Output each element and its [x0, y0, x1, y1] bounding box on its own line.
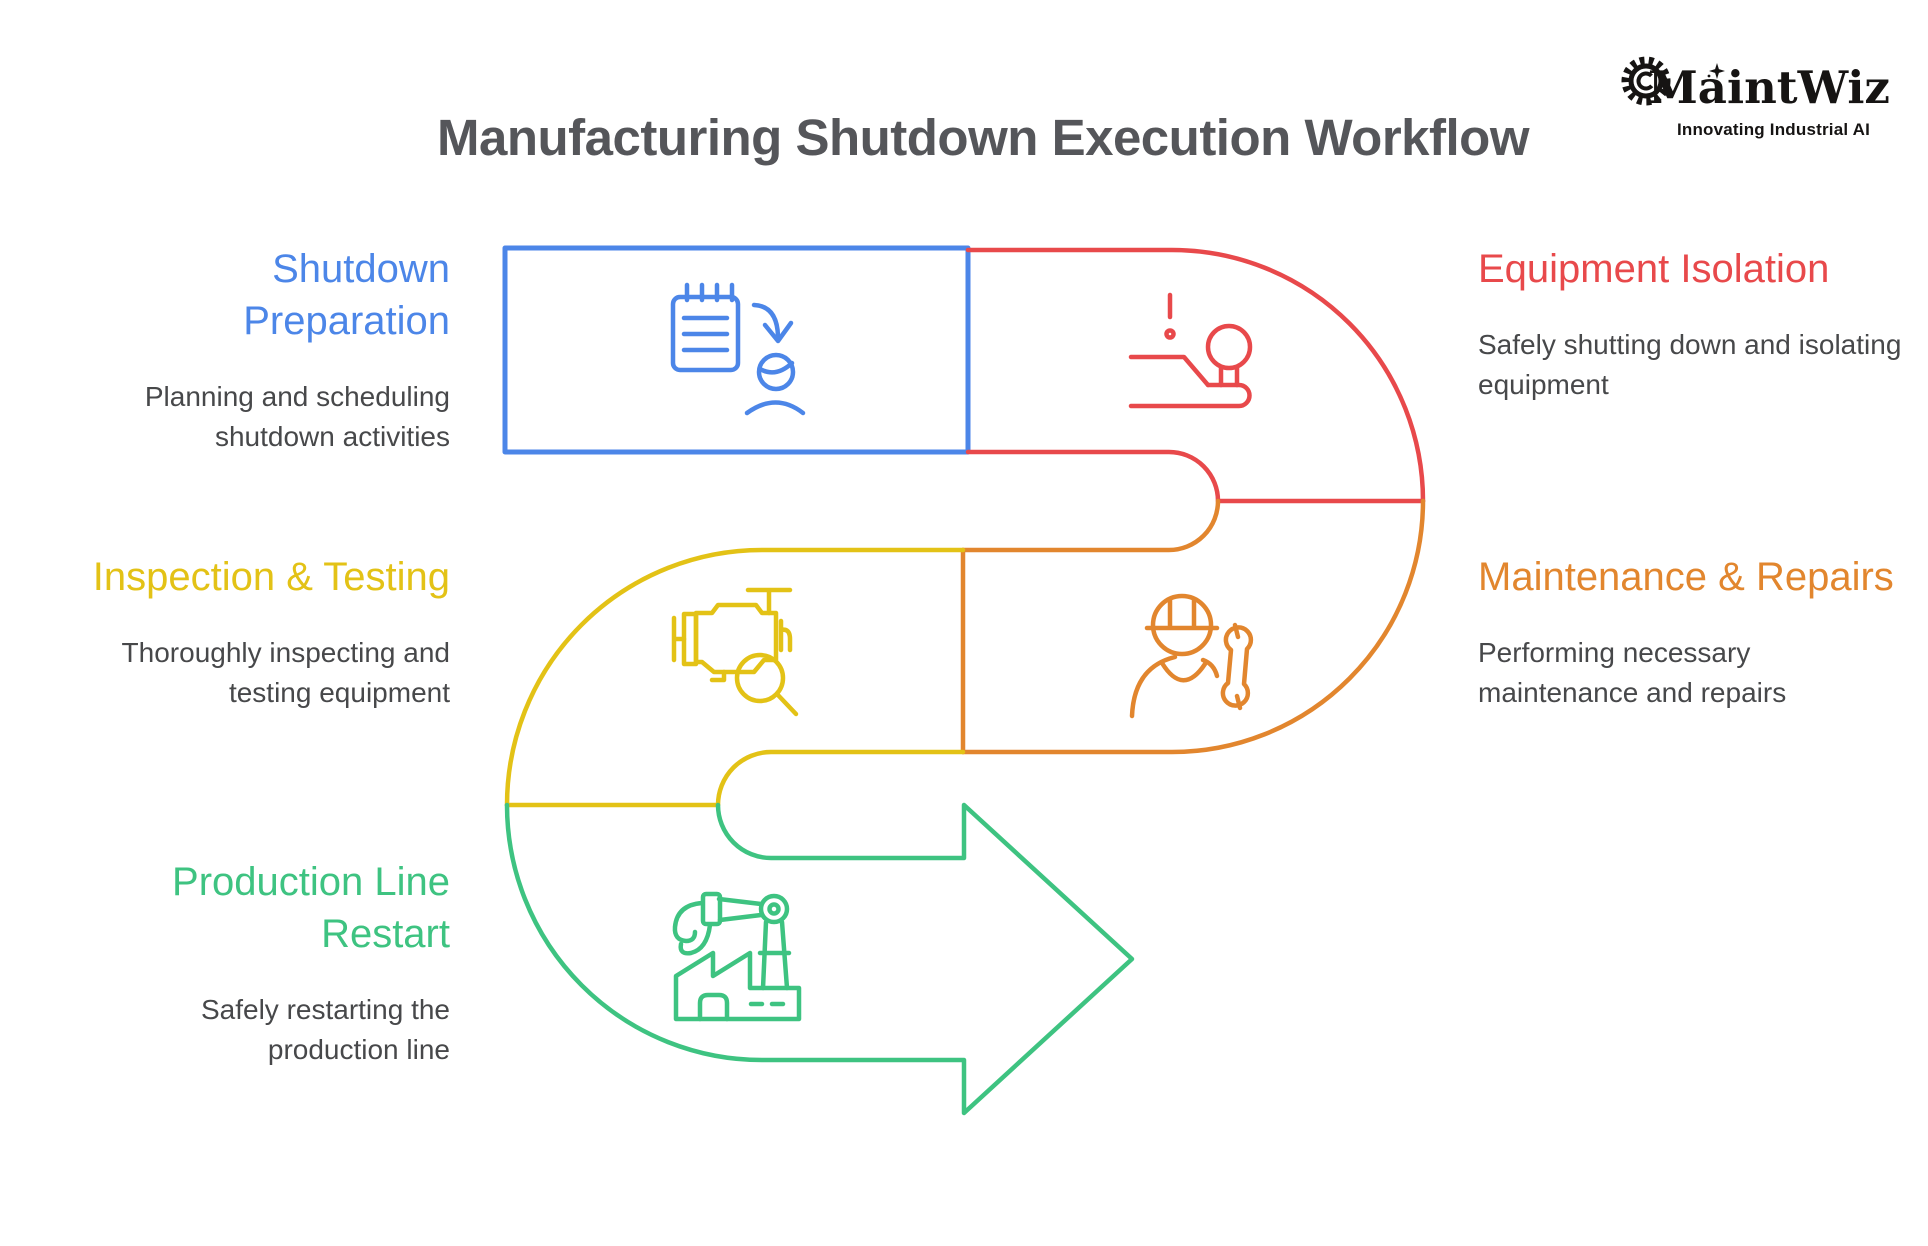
stage-title: Inspection & Testing — [92, 555, 450, 599]
isolation-lever-alert-icon — [1128, 292, 1253, 409]
stage-label-inspection-testing: Inspection & Testing Thoroughly inspecti… — [90, 551, 450, 713]
arrow-shaft-and-head — [504, 802, 1135, 1116]
flow-segment-equipment-isolation — [965, 247, 1426, 504]
stage-title: Shutdown Preparation — [243, 247, 450, 343]
stage-title: Equipment Isolation — [1478, 247, 1830, 291]
flow-segment-maintenance-repairs — [960, 498, 1426, 755]
logo: MaintWiz Innovating Industrial AI — [1620, 48, 1890, 148]
stage-label-equipment-isolation: Equipment Isolation Safely shutting down… — [1478, 243, 1908, 405]
gear-icon — [1621, 56, 1671, 106]
stage-title: Maintenance & Repairs — [1478, 555, 1894, 599]
page-title: Manufacturing Shutdown Execution Workflo… — [436, 109, 1530, 166]
factory-robot-arm-icon — [672, 891, 802, 1022]
logo-wordmark: MaintWiz — [1648, 61, 1890, 114]
worker-wrench-icon — [1129, 593, 1254, 719]
flow-segment-inspection-testing — [504, 547, 966, 808]
logo-tagline: Innovating Industrial AI — [1676, 120, 1870, 139]
stage-title: Production Line Restart — [172, 860, 450, 956]
stage-label-production-line-restart: Production Line Restart Safely restartin… — [90, 856, 450, 1070]
stage-box-shutdown-preparation — [502, 245, 971, 455]
stage-description: Safely restarting the production line — [200, 994, 450, 1065]
flow-segment-shutdown-preparation — [502, 245, 971, 455]
sparkle-icon — [1707, 63, 1725, 79]
clipboard-schedule-person-icon — [670, 282, 806, 416]
stage-description: Safely shutting down and isolating equip… — [1478, 329, 1902, 400]
stage-description: Thoroughly inspecting and testing equipm… — [121, 637, 450, 708]
stage-description: Planning and scheduling shutdown activit… — [144, 381, 450, 452]
stage-label-maintenance-repairs: Maintenance & Repairs Performing necessa… — [1478, 551, 1908, 713]
flow-segment-production-line-restart — [504, 802, 1135, 1116]
engine-magnifier-icon — [671, 587, 799, 717]
stage-description: Performing necessary maintenance and rep… — [1478, 637, 1787, 708]
stage-label-shutdown-preparation: Shutdown Preparation Planning and schedu… — [90, 243, 450, 457]
